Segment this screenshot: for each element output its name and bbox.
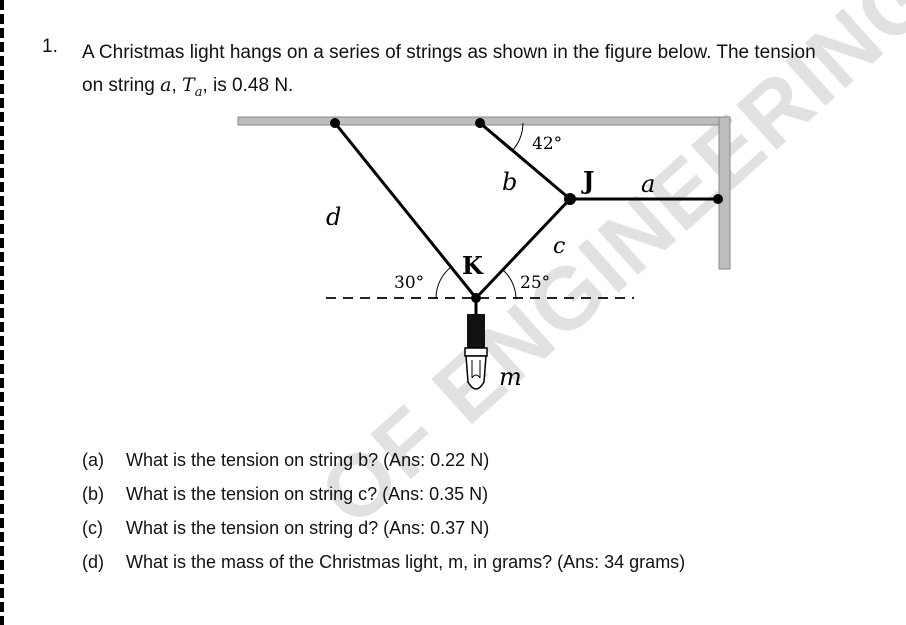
math-var-T-subscript: a xyxy=(194,84,203,100)
part-c-label: (c) xyxy=(82,518,103,538)
angle-42-arc xyxy=(511,122,524,152)
part-d-label: (d) xyxy=(82,552,104,572)
christmas-light-icon xyxy=(464,298,488,390)
label-c: c xyxy=(553,234,565,259)
math-var-T: T xyxy=(182,74,195,96)
wall-support xyxy=(718,116,731,270)
page-edge-border xyxy=(0,0,4,625)
math-tension: Ta xyxy=(182,74,202,100)
knot-j-dot xyxy=(564,193,576,205)
question-line-2-suffix: is 0.48 N. xyxy=(207,75,294,96)
question-line-1: A Christmas light hangs on a series of s… xyxy=(82,42,816,63)
part-b-text: What is the tension on string c? (Ans: 0… xyxy=(126,484,489,504)
label-angle-25: 25° xyxy=(520,273,550,293)
string-b xyxy=(479,121,571,201)
question-line-2-prefix: on string xyxy=(82,75,161,96)
angle-30-arc xyxy=(435,266,452,299)
part-b-label: (b) xyxy=(82,484,104,504)
part-c: (c) What is the tension on string d? (Ans… xyxy=(82,518,489,539)
part-c-text: What is the tension on string d? (Ans: 0… xyxy=(126,518,490,538)
label-d: d xyxy=(326,203,341,231)
anchor-a-dot xyxy=(713,194,723,204)
part-a-label: (a) xyxy=(82,450,104,470)
string-d xyxy=(333,122,478,299)
label-b: b xyxy=(502,168,517,196)
label-j: J xyxy=(581,166,594,195)
string-c xyxy=(474,197,572,300)
anchor-b-dot xyxy=(475,118,485,128)
angle-42-reference-line xyxy=(479,122,511,151)
part-a-text: What is the tension on string b? (Ans: 0… xyxy=(126,450,490,470)
label-a: a xyxy=(641,170,655,198)
angle-25-arc xyxy=(502,269,517,299)
label-angle-30: 30° xyxy=(394,273,424,293)
sep-comma: , xyxy=(171,75,183,96)
label-angle-42: 42° xyxy=(532,134,562,154)
question-number: 1. xyxy=(42,36,58,57)
part-a: (a) What is the tension on string b? (Ans… xyxy=(82,450,489,471)
sep-comma-2: , xyxy=(202,75,208,96)
part-d-text: What is the mass of the Christmas light,… xyxy=(126,552,686,572)
label-m: m xyxy=(499,363,522,391)
part-d: (d) What is the mass of the Christmas lig… xyxy=(82,552,685,573)
part-b: (b) What is the tension on string c? (Ans… xyxy=(82,484,488,505)
anchor-d-dot xyxy=(330,118,340,128)
math-var-a: a xyxy=(160,74,172,96)
question-text: A Christmas light hangs on a series of s… xyxy=(82,36,897,109)
label-k: K xyxy=(462,251,484,280)
